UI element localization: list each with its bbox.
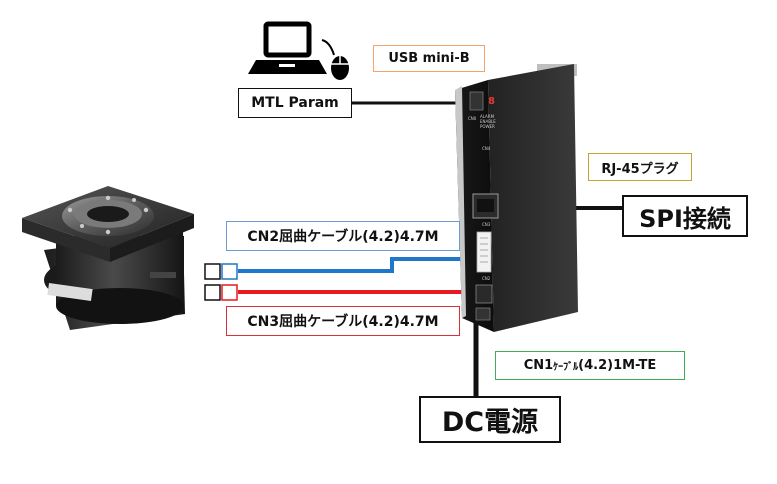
driver-alarm-label: ALARM [480, 114, 495, 119]
rj45-plug-label: RJ-45プラグ [588, 153, 692, 181]
spi-connection-label: SPI接続 [622, 195, 748, 237]
dc-power-label: DC電源 [419, 396, 561, 443]
driver-cn3-label: CN3 [482, 222, 491, 227]
motor-image [22, 186, 194, 330]
cn1-kana: ｹｰﾌﾞﾙ [553, 362, 579, 373]
cn1-prefix: CN1 [523, 358, 554, 373]
svg-text:8: 8 [488, 96, 495, 107]
driver-image: 8 CN0 ALARM ENABLE POWER CN4 CN3 CN2 [455, 64, 578, 332]
mouse-icon [321, 39, 349, 80]
cn2-cable-label: CN2屈曲ケーブル(4.2)4.7M [226, 221, 460, 251]
cn3-cable-label: CN3屈曲ケーブル(4.2)4.7M [226, 306, 460, 336]
driver-cn0-label: CN0 [468, 116, 477, 121]
driver-enable-label: ENABLE [480, 119, 496, 124]
driver-cn4-label: CN4 [482, 146, 491, 151]
mtl-param-label: MTL Param [238, 88, 352, 118]
cable-cn2 [238, 257, 476, 273]
cn1-suffix: (4.2)1M-TE [578, 358, 657, 373]
laptop-icon [248, 21, 327, 74]
usb-mini-b-label: USB mini-B [373, 45, 485, 72]
cn3-plug-icon [204, 284, 238, 301]
cn2-plug-icon [204, 263, 238, 280]
driver-cn2-label: CN2 [482, 276, 491, 281]
driver-power-label: POWER [480, 124, 495, 129]
